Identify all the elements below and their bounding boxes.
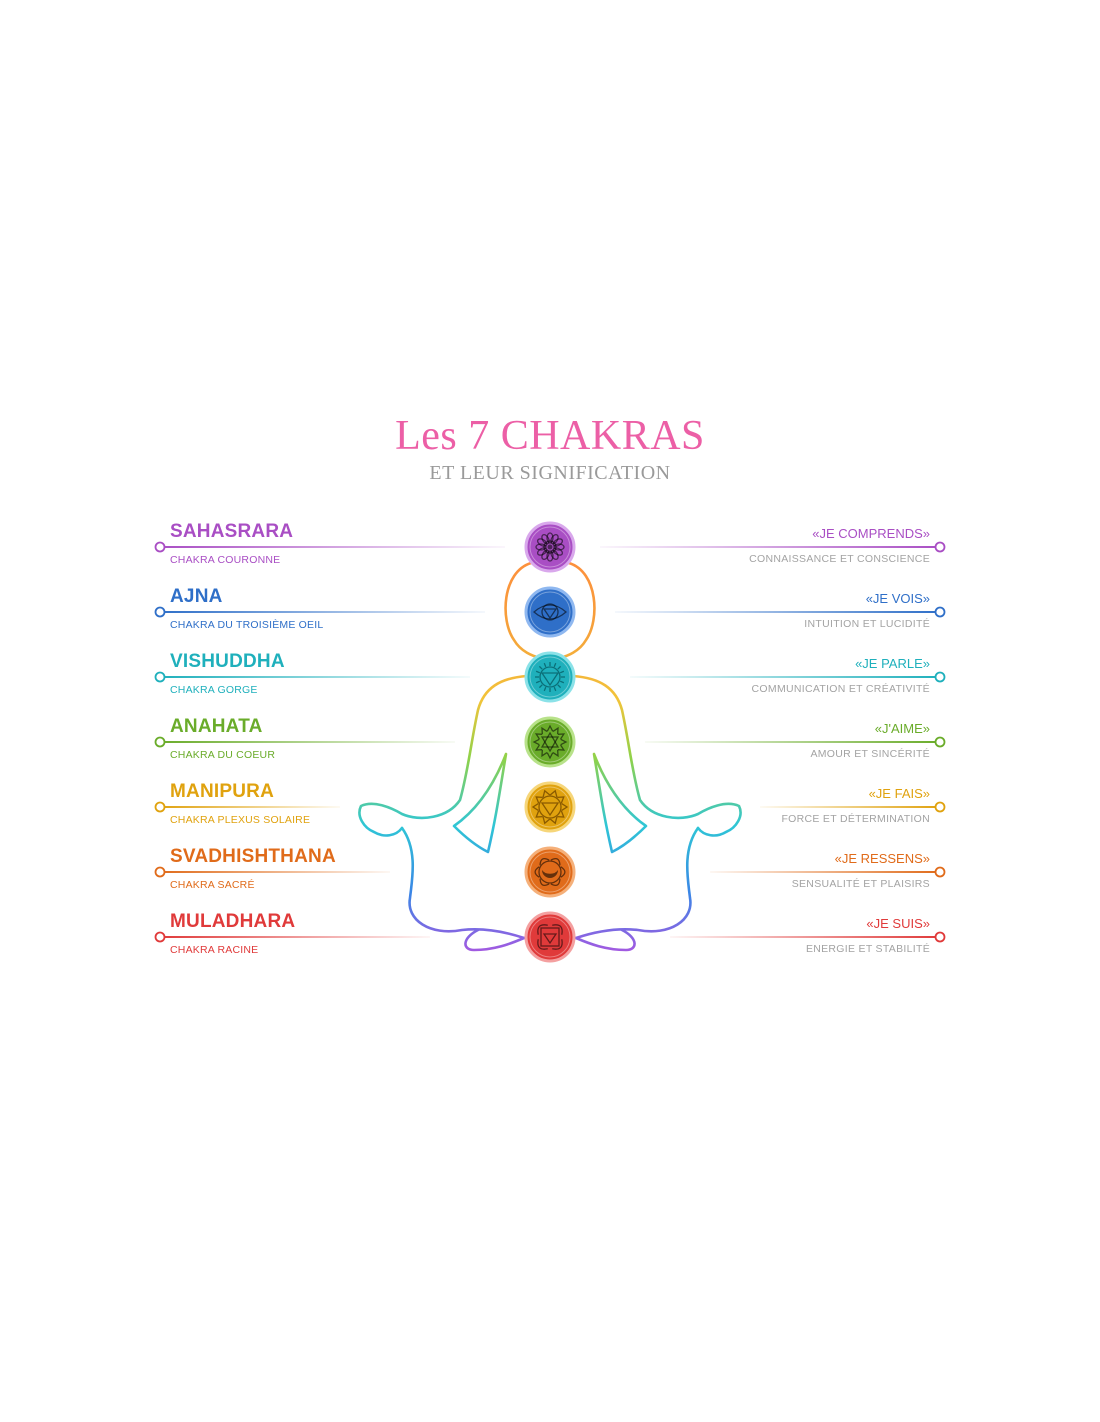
chakra-description-svadhishthana: CHAKRA SACRÉ [170, 879, 255, 891]
chakra-mantra-sahasrara: «JE COMPRENDS» [812, 526, 930, 541]
chakra-description-ajna: CHAKRA DU TROISIÈME OEIL [170, 619, 324, 631]
chakra-circles [524, 521, 576, 963]
chakra-description-vishuddha: CHAKRA GORGE [170, 684, 258, 696]
left-node-muladhara [154, 931, 166, 943]
left-node-anahata [154, 736, 166, 748]
chakra-mantra-manipura: «JE FAIS» [868, 786, 930, 801]
chakra-description-anahata: CHAKRA DU COEUR [170, 749, 276, 761]
chakra-description-manipura: CHAKRA PLEXUS SOLAIRE [170, 814, 311, 826]
left-node-manipura [154, 801, 166, 813]
chakra-meaning-anahata: AMOUR ET SINCÉRITÉ [810, 748, 930, 760]
chakra-meaning-ajna: INTUITION ET LUCIDITÉ [804, 618, 930, 630]
chakra-mantra-svadhishthana: «JE RESSENS» [834, 851, 930, 866]
chakra-name-vishuddha: VISHUDDHA [170, 651, 285, 672]
sun-triangle-icon [524, 781, 576, 833]
chakra-meaning-vishuddha: COMMUNICATION ET CRÉATIVITÉ [751, 683, 930, 695]
chakra-meaning-svadhishthana: SENSUALITÉ ET PLAISIRS [791, 878, 930, 890]
right-node-muladhara [934, 931, 946, 943]
chakra-name-sahasrara: SAHASRARA [170, 521, 294, 542]
page-subtitle: ET LEUR SIGNIFICATION [429, 462, 671, 484]
right-node-sahasrara [934, 541, 946, 553]
chakra-name-muladhara: MULADHARA [170, 911, 296, 932]
chakra-name-ajna: AJNA [170, 586, 223, 607]
left-node-ajna [154, 606, 166, 618]
right-node-ajna [934, 606, 946, 618]
chakra-name-anahata: ANAHATA [170, 716, 263, 737]
left-node-svadhishthana [154, 866, 166, 878]
left-node-vishuddha [154, 671, 166, 683]
chakra-meaning-muladhara: ENERGIE ET STABILITÉ [805, 943, 930, 955]
right-node-anahata [934, 736, 946, 748]
chakra-description-muladhara: CHAKRA RACINE [170, 944, 259, 956]
lotus-icon [524, 521, 576, 573]
throat-triangle-icon [524, 651, 576, 703]
connector-lines [154, 541, 946, 943]
hexagram-icon [524, 716, 576, 768]
page-title: Les 7 CHAKRAS [395, 413, 705, 459]
chakra-mantra-ajna: «JE VOIS» [865, 591, 930, 606]
chakra-description-sahasrara: CHAKRA COURONNE [170, 554, 281, 566]
chakra-name-svadhishthana: SVADHISHTHANA [170, 846, 336, 867]
square-triangle-icon [524, 911, 576, 963]
crescent-icon [524, 846, 576, 898]
chakra-mantra-anahata: «J'AIME» [874, 721, 930, 736]
right-node-svadhishthana [934, 866, 946, 878]
right-node-manipura [934, 801, 946, 813]
eye-triangle-icon [524, 586, 576, 638]
chakra-name-manipura: MANIPURA [170, 781, 274, 802]
chakra-mantra-vishuddha: «JE PARLE» [855, 656, 930, 671]
chakra-meaning-sahasrara: CONNAISSANCE ET CONSCIENCE [749, 553, 930, 565]
meditating-figure-outline [358, 561, 742, 952]
chakra-mantra-muladhara: «JE SUIS» [866, 916, 930, 931]
chakra-meaning-manipura: FORCE ET DÉTERMINATION [781, 813, 930, 825]
right-node-vishuddha [934, 671, 946, 683]
left-node-sahasrara [154, 541, 166, 553]
